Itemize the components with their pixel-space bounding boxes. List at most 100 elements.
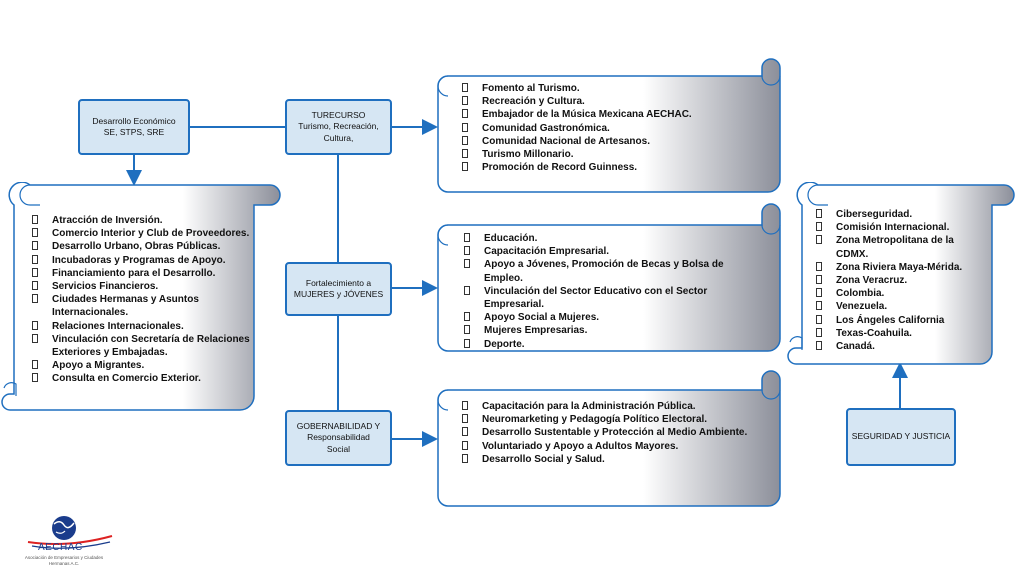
- bullet-icon: [464, 312, 470, 322]
- list-item: Texas-Coahuila.: [814, 327, 984, 340]
- bullet-icon: [816, 314, 822, 324]
- box-line: Cultura,: [323, 132, 354, 143]
- list-item: Comunidad Nacional de Artesanos.: [460, 135, 760, 148]
- bullet-icon: [32, 254, 38, 264]
- bullet-icon: [462, 427, 468, 437]
- list-item: Capacitación para la Administración Públ…: [460, 400, 765, 413]
- box-line: Desarrollo Económico: [92, 115, 176, 126]
- bullet-icon: [32, 294, 38, 304]
- list-item: Zona Veracruz.: [814, 274, 984, 287]
- list-item: Colombia.: [814, 287, 984, 300]
- bullet-icon: [464, 259, 470, 269]
- bullet-icon: [816, 235, 822, 245]
- list-item: Comisión Internacional.: [814, 221, 984, 234]
- scroll-shape: [437, 370, 781, 507]
- bullet-icon: [816, 327, 822, 337]
- box-line: Responsabilidad: [307, 432, 370, 443]
- list-item: Apoyo a Migrantes.: [30, 359, 250, 372]
- scroll-seguridad: Ciberseguridad. Comisión Internacional. …: [786, 182, 1018, 368]
- list-item: Apoyo a Jóvenes, Promoción de Becas y Bo…: [462, 258, 762, 284]
- bullet-icon: [32, 333, 38, 343]
- bullet-icon: [462, 440, 468, 450]
- bullet-icon: [464, 325, 470, 335]
- list-item: Desarrollo Sustentable y Protección al M…: [460, 426, 765, 439]
- bullet-icon: [816, 261, 822, 271]
- bullet-icon: [32, 360, 38, 370]
- scroll-shape: [437, 203, 781, 352]
- box-line: Turismo, Recreación,: [298, 121, 379, 132]
- globe-icon: [27, 516, 113, 549]
- scroll-mujeres-jovenes: Educación. Capacitación Empresarial. Apo…: [432, 203, 782, 355]
- bullet-icon: [816, 275, 822, 285]
- bullet-icon: [816, 341, 822, 351]
- bullet-icon: [464, 233, 470, 242]
- bullet-icon: [32, 241, 38, 251]
- list-item: Financiamiento para el Desarrollo.: [30, 267, 250, 280]
- bullet-icon: [464, 285, 470, 295]
- list-item: Mujeres Empresarias.: [462, 324, 762, 337]
- list-item: Comercio Interior y Club de Proveedores.: [30, 227, 250, 240]
- bullet-icon: [462, 96, 468, 106]
- logo-subtitle: Asociación de Empresarios y Ciudades Her…: [24, 555, 104, 566]
- list-item: Relaciones Internacionales.: [30, 320, 250, 333]
- bullet-icon: [462, 149, 468, 159]
- bullet-icon: [462, 109, 468, 119]
- list-item: Venezuela.: [814, 300, 984, 313]
- box-seguridad-justicia: SEGURIDAD Y JUSTICIA: [846, 408, 956, 466]
- scroll-shape: [437, 58, 781, 193]
- box-line: MUJERES y JÓVENES: [293, 289, 384, 299]
- scroll-desarrollo-economico: Atracción de Inversión. Comercio Interio…: [0, 182, 282, 414]
- bullet-icon: [462, 122, 468, 132]
- list-item: Consulta en Comercio Exterior.: [30, 372, 250, 385]
- bullet-icon: [462, 135, 468, 145]
- list-item: Desarrollo Social y Salud.: [460, 453, 765, 466]
- list-item: Fomento al Turismo.: [460, 82, 760, 95]
- box-desarrollo-economico: Desarrollo Económico SE, STPS, SRE: [78, 99, 190, 155]
- list-item: Deporte.: [462, 338, 762, 351]
- list-mujeres-jovenes: Educación. Capacitación Empresarial. Apo…: [462, 232, 762, 351]
- aechac-logo: AECHAC Asociación de Empresarios y Ciuda…: [8, 512, 118, 572]
- list-desarrollo-economico: Atracción de Inversión. Comercio Interio…: [30, 214, 250, 386]
- list-item: Vinculación del Sector Educativo con el …: [462, 285, 762, 311]
- bullet-icon: [32, 320, 38, 330]
- list-item: Desarrollo Urbano, Obras Públicas.: [30, 240, 250, 253]
- list-item: Servicios Financieros.: [30, 280, 250, 293]
- box-line: GOBERNABILIDAD Y: [296, 420, 381, 431]
- bullet-icon: [32, 228, 38, 238]
- list-item: Embajador de la Música Mexicana AECHAC.: [460, 108, 760, 121]
- list-item: Voluntariado y Apoyo a Adultos Mayores.: [460, 440, 765, 453]
- list-item: Canadá.: [814, 340, 984, 353]
- box-line: Fortalecimiento a: [305, 277, 372, 288]
- list-item: Apoyo Social a Mujeres.: [462, 311, 762, 324]
- bullet-icon: [464, 246, 470, 256]
- scroll-shape: [787, 182, 1015, 365]
- list-item: Zona Riviera Maya-Mérida.: [814, 261, 984, 274]
- box-line: TURECURSO: [311, 109, 366, 120]
- list-item: Zona Metropolitana de la CDMX.: [814, 234, 984, 260]
- scroll-shape: [1, 182, 281, 411]
- bullet-icon: [464, 338, 470, 348]
- list-item: Capacitación Empresarial.: [462, 245, 762, 258]
- bullet-icon: [462, 453, 468, 463]
- box-line: Social: [326, 443, 351, 454]
- list-item: Ciudades Hermanas y Asuntos Internaciona…: [30, 293, 250, 319]
- list-item: Comunidad Gastronómica.: [460, 122, 760, 135]
- bullet-icon: [816, 209, 822, 218]
- bullet-icon: [32, 281, 38, 291]
- list-item: Educación.: [462, 232, 762, 245]
- bullet-icon: [32, 267, 38, 277]
- list-item: Incubadoras y Programas de Apoyo.: [30, 254, 250, 267]
- list-gobernabilidad: Capacitación para la Administración Públ…: [460, 400, 765, 466]
- bullet-icon: [462, 414, 468, 424]
- bullet-icon: [462, 83, 468, 92]
- box-mujeres-jovenes: Fortalecimiento a MUJERES y JÓVENES: [285, 262, 392, 316]
- bullet-icon: [816, 288, 822, 298]
- list-turismo: Fomento al Turismo. Recreación y Cultura…: [460, 82, 760, 174]
- box-turecurso: TURECURSO Turismo, Recreación, Cultura,: [285, 99, 392, 155]
- list-item: Atracción de Inversión.: [30, 214, 250, 227]
- bullet-icon: [462, 401, 468, 410]
- scroll-turismo: Fomento al Turismo. Recreación y Cultura…: [432, 58, 782, 200]
- list-item: Promoción de Record Guinness.: [460, 161, 760, 174]
- bullet-icon: [462, 162, 468, 172]
